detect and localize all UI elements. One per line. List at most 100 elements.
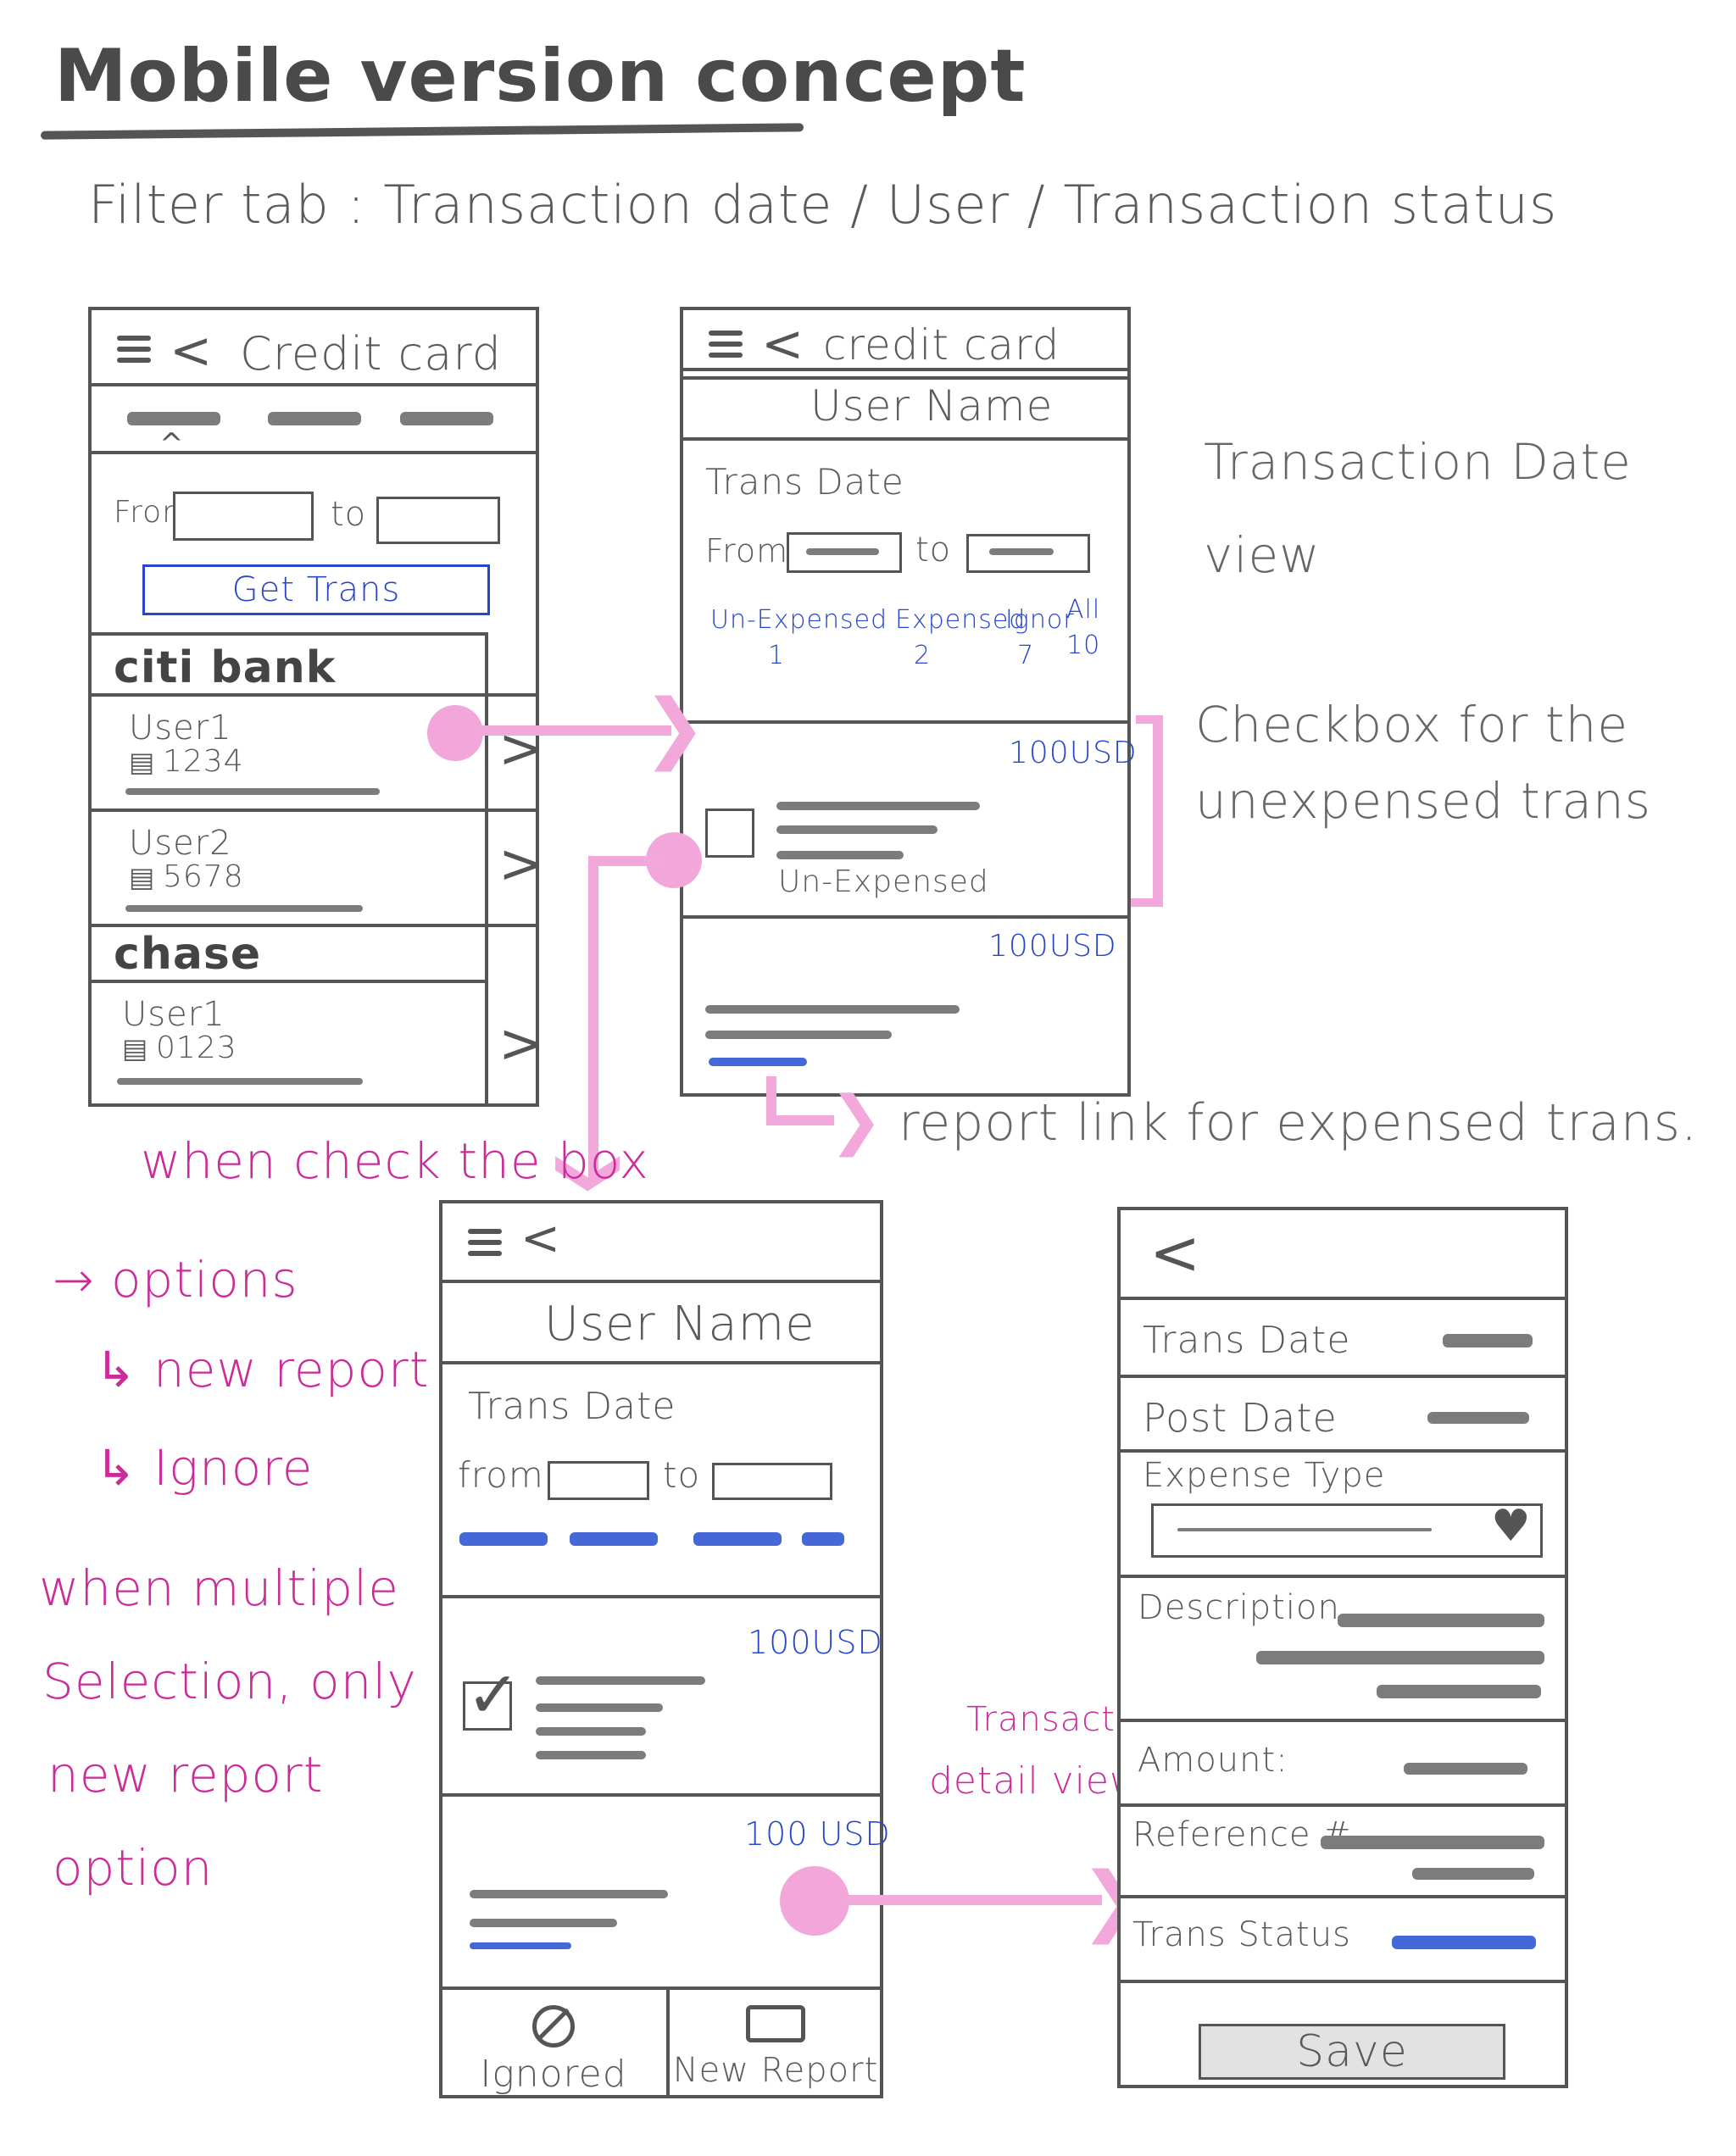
back-icon[interactable]: < (1149, 1217, 1201, 1288)
note-multi-3: new report (47, 1746, 324, 1803)
list-item[interactable]: User1 ▤ 1234 > (92, 697, 544, 808)
bracket-line (1153, 715, 1163, 905)
connector-dot (427, 705, 483, 761)
card-number: 0123 (156, 1031, 237, 1065)
transaction-row[interactable]: 100 USD (442, 1797, 890, 1987)
to-date-input[interactable] (966, 534, 1090, 573)
to-date-input[interactable] (376, 497, 500, 544)
reference-value (1321, 1836, 1544, 1849)
trans-date-label: Trans Date (705, 461, 904, 503)
checkbox[interactable] (705, 808, 754, 858)
line-placeholder (117, 1078, 363, 1085)
divider (442, 1595, 880, 1598)
divider (92, 693, 536, 697)
from-date-input[interactable] (173, 492, 314, 541)
arrow-head-icon: ❯ (643, 683, 707, 772)
filter-tab[interactable] (802, 1532, 844, 1546)
user-name: User Name (810, 381, 1054, 431)
new-report-label: New Report (672, 2051, 879, 2090)
header-title: Credit card (240, 327, 502, 381)
back-icon[interactable]: < (761, 314, 804, 374)
connector-dot (780, 1866, 849, 1936)
menu-icon[interactable] (709, 331, 743, 364)
to-date-input[interactable] (712, 1463, 832, 1500)
line-placeholder (536, 1727, 646, 1736)
filter-tab[interactable] (693, 1532, 782, 1546)
filter-ignored[interactable]: Ignor (1005, 605, 1075, 635)
trans-status-label: Trans Status (1132, 1915, 1351, 1954)
back-icon[interactable]: < (170, 321, 213, 381)
card-number: 1234 (163, 744, 244, 779)
bracket-line (1131, 898, 1163, 907)
report-icon (746, 2005, 805, 2042)
note-multi-1: when multiple (39, 1559, 399, 1617)
title-underline (40, 123, 804, 140)
chevron-right-icon[interactable]: > (498, 833, 544, 896)
list-item[interactable]: User2 ▤ 5678 > (92, 812, 544, 924)
divider (92, 383, 536, 386)
ignored-button[interactable]: Ignored (442, 1990, 665, 2097)
button-divider (666, 1987, 670, 2097)
filter-unexpensed[interactable]: Un-Expensed (710, 605, 888, 635)
line-placeholder (536, 1751, 646, 1759)
screen-credit-card-list: < Credit card ^ From to Get Trans citi b… (88, 307, 544, 1107)
bank-name: citi bank (114, 642, 337, 693)
filter-tab-user[interactable] (268, 412, 361, 425)
filter-tab-date[interactable] (127, 412, 220, 425)
note-report-link: report link for expensed trans. (899, 1093, 1699, 1153)
line-placeholder (705, 1031, 892, 1039)
new-report-button[interactable]: New Report (670, 1990, 882, 2097)
divider (92, 924, 536, 927)
divider (1121, 1980, 1565, 1983)
from-date-input[interactable] (787, 532, 902, 573)
line-placeholder (705, 1005, 960, 1014)
screen-checked-selection: < User Name Trans Date from to 100USD ✓ … (439, 1200, 890, 2098)
trans-date-label: Trans Date (468, 1385, 676, 1428)
transaction-row[interactable]: 100USD Un-Expensed (683, 724, 1137, 915)
user-name: User2 (129, 824, 232, 863)
menu-icon[interactable] (468, 1229, 502, 1262)
line-placeholder (536, 1703, 663, 1712)
description-value (1338, 1614, 1544, 1627)
transaction-row[interactable]: 100USD ✓ (442, 1598, 882, 1778)
amount: 100 USD (744, 1815, 891, 1853)
divider (1121, 1449, 1565, 1453)
checkbox-checked[interactable] (463, 1681, 512, 1731)
from-label: from (458, 1454, 544, 1496)
connector-line (593, 856, 661, 866)
connector-line (844, 1895, 1102, 1905)
report-link[interactable] (709, 1058, 807, 1066)
filter-all[interactable]: All (1066, 595, 1101, 625)
check-icon: ✓ (466, 1657, 520, 1732)
card-icon: ▤ (129, 746, 156, 778)
line-placeholder (776, 851, 904, 859)
card-icon: ▤ (129, 861, 156, 893)
description-value (1256, 1651, 1544, 1664)
connector-line (475, 725, 671, 736)
card-number: 5678 (163, 859, 244, 894)
divider (1121, 1719, 1565, 1722)
user-name: User1 (129, 708, 232, 747)
save-button[interactable]: Save (1199, 2024, 1505, 2080)
divider (683, 720, 1127, 724)
screen-transaction-detail: < Trans Date Post Date Expense Type ♥ De… (1117, 1207, 1568, 2088)
filter-tab[interactable] (570, 1532, 658, 1546)
list-item[interactable]: User1 ▤ 0123 > (92, 983, 544, 1102)
chevron-right-icon[interactable]: > (498, 1013, 544, 1075)
line-placeholder (776, 825, 938, 834)
expense-type-dropdown[interactable]: ♥ (1151, 1501, 1543, 1558)
post-date-label: Post Date (1143, 1395, 1338, 1441)
back-icon[interactable]: < (520, 1211, 560, 1266)
transaction-row[interactable]: 100USD (683, 919, 1129, 1097)
from-date-input[interactable] (548, 1461, 649, 1500)
line-placeholder (125, 905, 363, 912)
filter-tab-status[interactable] (400, 412, 493, 425)
get-trans-button[interactable]: Get Trans (142, 564, 490, 615)
status-label: Un-Expensed (778, 864, 989, 899)
menu-icon[interactable] (117, 336, 151, 369)
filter-expensed[interactable]: Expensed (895, 605, 1027, 635)
bank-name: chase (114, 929, 262, 980)
to-label: to (331, 495, 367, 534)
filter-tab[interactable] (459, 1532, 548, 1546)
note-checkbox: Checkbox for the unexpensed trans (1195, 696, 1652, 830)
